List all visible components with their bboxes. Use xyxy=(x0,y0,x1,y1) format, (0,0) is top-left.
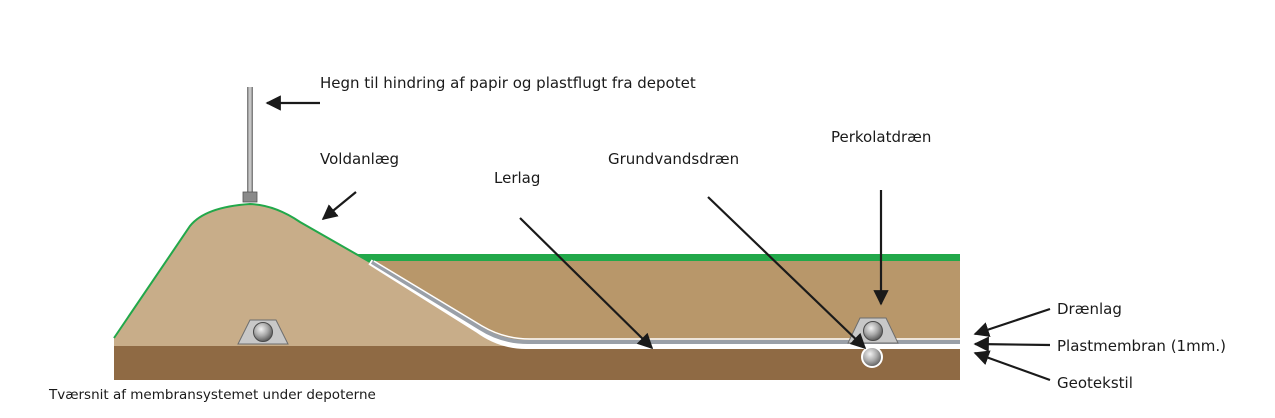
embankment xyxy=(114,204,520,346)
percolate-drain-label: Perkolatdræn xyxy=(831,128,931,146)
clay-layer xyxy=(356,260,960,346)
drain-layer-arrow xyxy=(973,307,1051,337)
subsoil-layer xyxy=(114,346,960,380)
groundwater-drain-pipe-icon xyxy=(861,346,883,368)
fence-post-icon xyxy=(242,87,258,203)
drain-layer-line xyxy=(373,260,960,340)
clay-layer-label: Lerlag xyxy=(494,169,540,187)
geotextile-line xyxy=(368,259,960,349)
embankment-label: Voldanlæg xyxy=(320,150,399,168)
clay-layer-arrow xyxy=(519,217,654,350)
plastic-membrane-line xyxy=(370,260,960,344)
drain-layer-label: Drænlag xyxy=(1057,300,1122,318)
vegetation-top xyxy=(356,254,960,261)
drain-pipe-icon xyxy=(237,319,289,345)
geotextile-label: Geotekstil xyxy=(1057,374,1133,392)
plastic-membrane-arrow xyxy=(973,336,1051,352)
groundwater-drain-arrow xyxy=(707,196,867,350)
figure-caption: Tværsnit af membransystemet under depote… xyxy=(48,387,376,403)
embankment-vegetation-line xyxy=(113,202,371,339)
fence-label: Hegn til hindring af papir og plastflugt… xyxy=(320,74,696,92)
embankment-arrow xyxy=(321,191,357,220)
geotextile-arrow xyxy=(973,350,1051,382)
groundwater-drain-label: Grundvandsdræn xyxy=(608,150,739,168)
plastic-membrane-label: Plastmembran (1mm.) xyxy=(1057,337,1226,355)
